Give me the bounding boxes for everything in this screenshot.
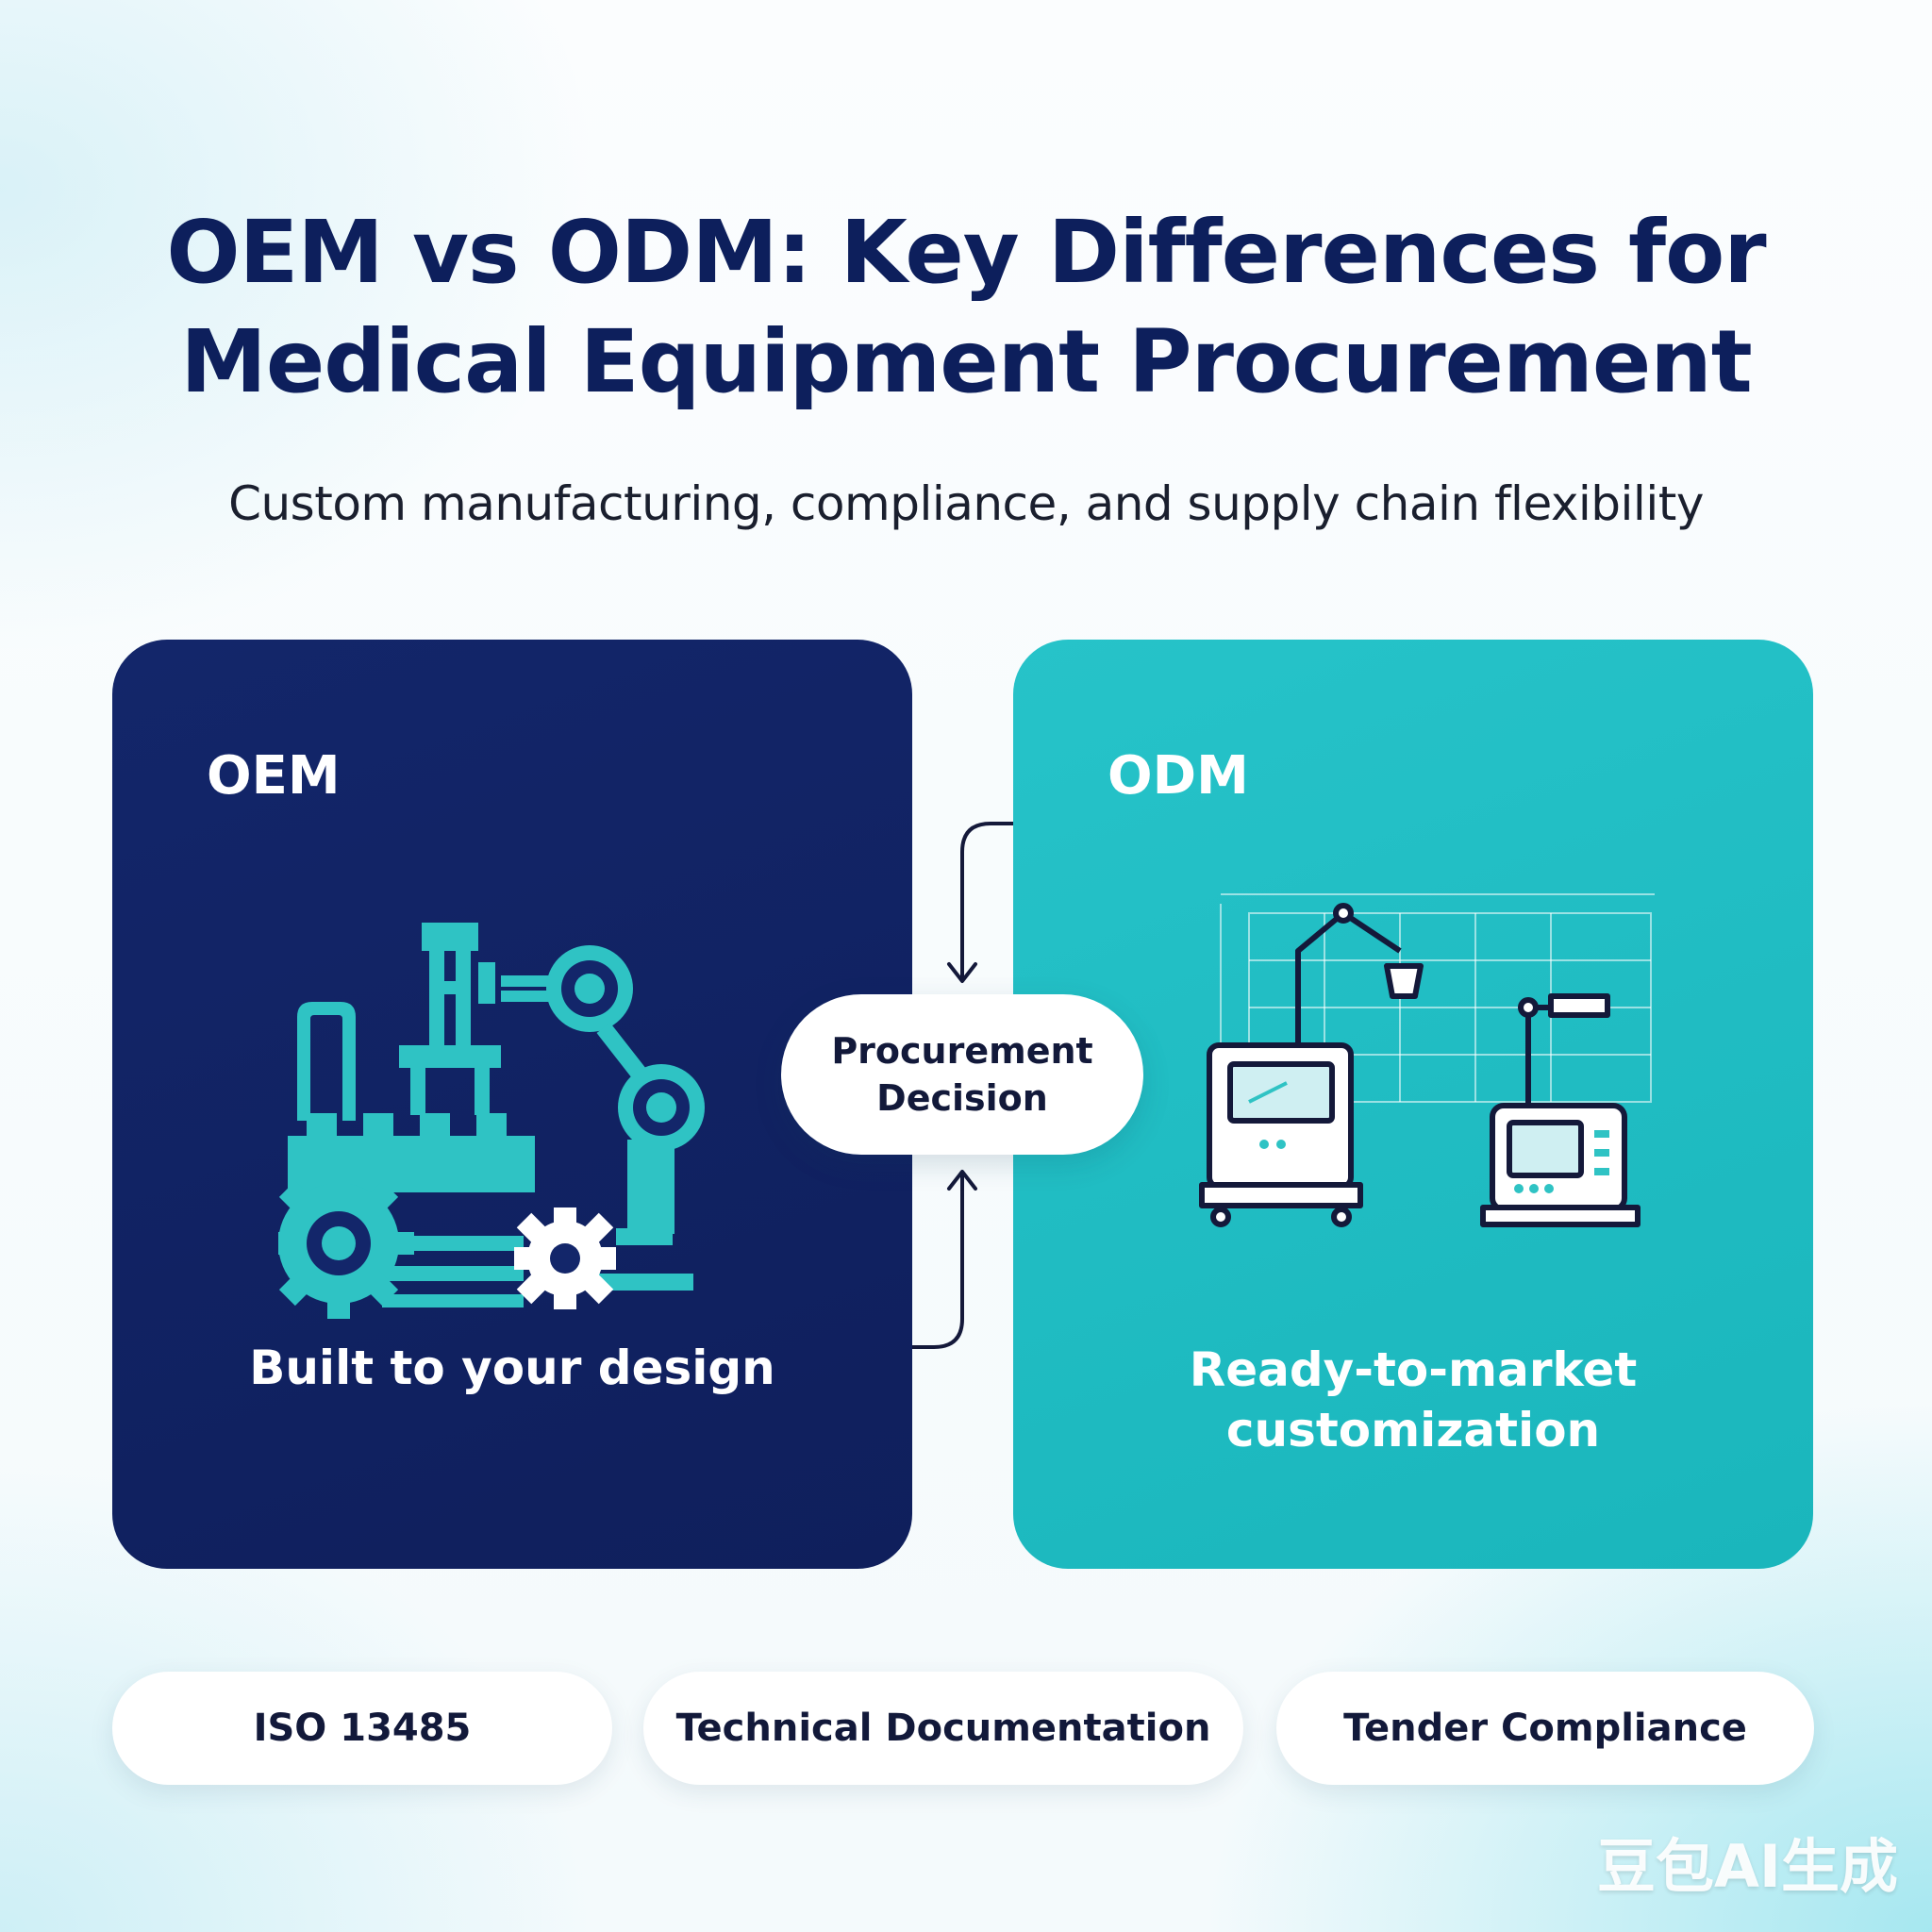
oem-card: OEM <box>112 640 912 1569</box>
medical-devices-blueprint-icon <box>1199 893 1655 1227</box>
tag-iso-13485: ISO 13485 <box>112 1672 612 1785</box>
tag-label: ISO 13485 <box>253 1707 472 1750</box>
odm-card: ODM <box>1013 640 1813 1569</box>
page-subtitle: Custom manufacturing, compliance, and su… <box>228 476 1704 531</box>
odm-caption-line-2: customization <box>1225 1403 1601 1457</box>
decision-line-1: Procurement <box>831 1030 1093 1072</box>
title-line-2: Medical Equipment Procurement <box>180 311 1752 412</box>
watermark: 豆包AI生成 <box>1596 1832 1898 1901</box>
title-line-1: OEM vs ODM: Key Differences for <box>166 202 1766 303</box>
factory-robot-arm-gears-icon <box>278 923 705 1319</box>
tag-technical-documentation: Technical Documentation <box>643 1672 1243 1785</box>
page-title: OEM vs ODM: Key Differences for Medical … <box>0 198 1932 417</box>
odm-heading: ODM <box>1108 745 1249 807</box>
tag-tender-compliance: Tender Compliance <box>1276 1672 1814 1785</box>
tag-label: Tender Compliance <box>1343 1707 1747 1750</box>
decision-line-2: Decision <box>876 1077 1048 1119</box>
oem-caption: Built to your design <box>249 1341 775 1395</box>
tag-label: Technical Documentation <box>675 1707 1211 1750</box>
odm-caption-line-1: Ready-to-market <box>1189 1342 1638 1397</box>
oem-heading: OEM <box>207 745 341 807</box>
procurement-decision-node: Procurement Decision <box>781 994 1143 1155</box>
